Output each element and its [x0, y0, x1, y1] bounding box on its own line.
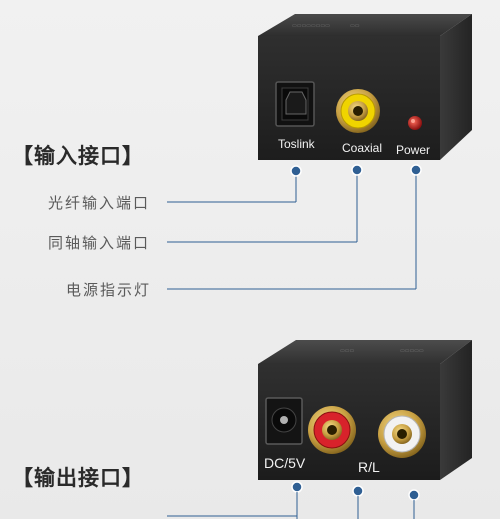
output-device-illustration: ▭▭▭ ▭▭▭▭▭ [0, 330, 500, 490]
coaxial-port-marker [351, 164, 363, 176]
optical-leader-line [167, 171, 297, 203]
svg-text:▭▭▭: ▭▭▭ [340, 348, 354, 354]
svg-text:▭▭▭▭▭: ▭▭▭▭▭ [400, 348, 424, 354]
optical-port-marker [290, 165, 302, 177]
power-port-marker [410, 164, 422, 176]
power-led-description: 电源指示灯 [66, 281, 152, 299]
svg-text:▭▭: ▭▭ [350, 23, 360, 29]
coaxial-port-label: Coaxial [342, 141, 383, 155]
rl-port-label: R/L [358, 459, 380, 475]
coaxial-leader-line [167, 170, 358, 243]
dc-port-label: DC/5V [264, 455, 306, 471]
optical-input-description: 光纤输入端口 [48, 194, 151, 212]
input-section-title: 【输入接口】 [12, 144, 144, 168]
output-section-title: 【输出接口】 [12, 466, 144, 490]
power-leader-line [167, 170, 417, 290]
l-port-marker [408, 489, 420, 501]
power-port-label: Power [396, 143, 431, 157]
input-device-drawing: ▭▭▭▭▭▭▭▭ ▭▭ [258, 14, 472, 160]
toslink-port-label: Toslink [278, 137, 315, 151]
output-device-drawing: ▭▭▭ ▭▭▭▭▭ [258, 340, 472, 480]
svg-text:▭▭▭▭▭▭▭▭: ▭▭▭▭▭▭▭▭ [292, 23, 330, 29]
input-device-illustration: ▭▭▭▭▭▭▭▭ ▭▭ [0, 0, 500, 190]
coaxial-input-description: 同轴输入端口 [48, 234, 151, 252]
